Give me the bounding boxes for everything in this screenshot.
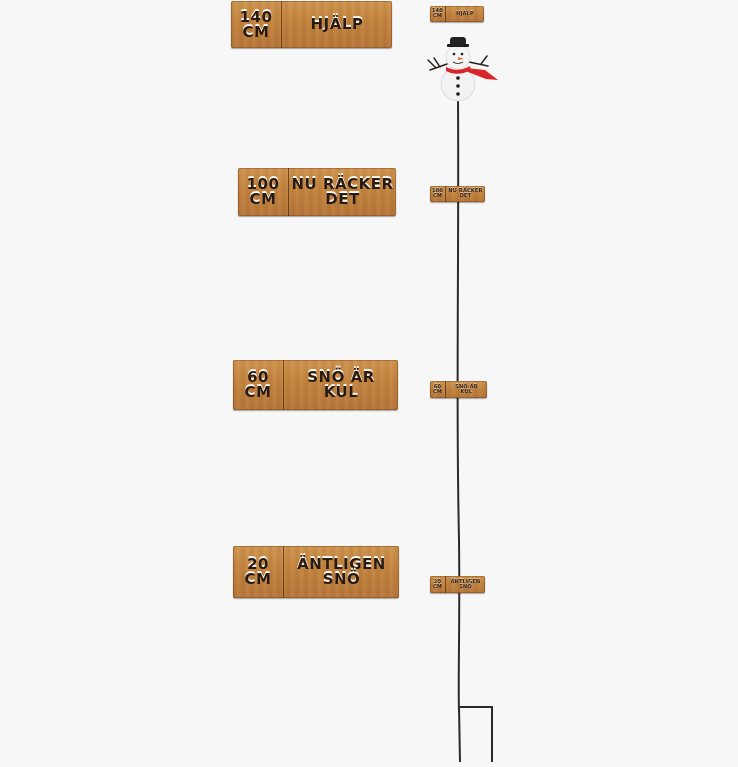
stake-sign-height-label: 140 CM [430, 6, 446, 22]
sign-message-line2: DET [325, 190, 360, 208]
stake-sign-cm-unit: CM [432, 193, 443, 199]
sign-cm-unit: CM [244, 383, 272, 401]
sign-cm-value: 100 [246, 175, 280, 193]
stake-sign-height-label: 100 CM [430, 186, 446, 202]
sign-message-line2: KUL [323, 383, 359, 401]
sign-message-line1: NU RÄCKER [291, 175, 394, 193]
stake-sign-cm-unit: CM [432, 388, 443, 395]
stake-sign-20cm: 20 CM ÄNTLIGEN SNÖ [430, 576, 485, 593]
sign-140cm: 140 CM HJÄLP [231, 1, 392, 48]
snowman-icon [440, 37, 498, 102]
sign-cm-unit: CM [249, 190, 277, 208]
sign-message: NU RÄCKER DET [289, 168, 396, 216]
sign-height-label: 140 CM [231, 1, 282, 48]
stake-sign-message: HJÄLP [446, 6, 484, 22]
stake-sign-cm-unit: CM [432, 583, 443, 590]
stake-sign-message-line1: ÄNTLIGEN [450, 578, 481, 585]
stake-sign-message: NU RÄCKER DET [446, 186, 485, 202]
sign-message: HJÄLP [282, 1, 392, 48]
stake-sign-message-line2: KUL [460, 388, 473, 395]
sign-cm-value: 60 [247, 368, 269, 386]
stake-sign-message: ÄNTLIGEN SNÖ [446, 576, 485, 593]
stake-sign-cm-unit: CM [432, 13, 443, 19]
sign-message-line1: HJÄLP [310, 15, 364, 33]
stake-fork [458, 706, 493, 763]
sign-cm-value: 140 [239, 7, 273, 26]
sign-cm-unit: CM [242, 22, 270, 41]
sign-message-line1: SNÖ ÄR [307, 368, 375, 386]
stake-sign-cm-value: 100 [431, 188, 444, 194]
stake-sign-message-line2: SNÖ [459, 583, 472, 590]
stake-rod [456, 99, 461, 713]
sign-message: SNÖ ÄR KUL [284, 360, 398, 410]
stake-sign-message-line2: DET [459, 193, 472, 199]
stake-sign-message-line1: SNÖ ÄR [455, 383, 478, 390]
sign-message: ÄNTLIGEN SNÖ [284, 546, 399, 598]
stake-sign-message-line1: HJÄLP [456, 10, 474, 17]
snowman-arms [427, 55, 489, 71]
stake-sign-height-label: 20 CM [430, 576, 446, 593]
sign-message-line2: SNÖ [322, 570, 361, 588]
stake-sign-cm-value: 60 [433, 383, 442, 390]
sign-20cm: 20 CM ÄNTLIGEN SNÖ [233, 546, 399, 598]
stake-sign-140cm: 140 CM HJÄLP [430, 6, 484, 22]
sign-60cm: 60 CM SNÖ ÄR KUL [233, 360, 398, 410]
scarf-icon [446, 66, 471, 74]
sign-message-line1: ÄNTLIGEN [297, 555, 386, 573]
sign-100cm: 100 CM NU RÄCKER DET [238, 168, 396, 216]
stake-sign-message-line1: NU RÄCKER [448, 188, 483, 194]
stake-sign-cm-value: 20 [433, 578, 442, 585]
stake-sign-cm-value: 140 [431, 8, 444, 14]
stake-sign-100cm: 100 CM NU RÄCKER DET [430, 186, 485, 202]
sign-cm-unit: CM [244, 570, 272, 588]
sign-height-label: 20 CM [233, 546, 284, 598]
sign-cm-value: 20 [247, 555, 269, 573]
stake-sign-60cm: 60 CM SNÖ ÄR KUL [430, 381, 487, 398]
sign-height-label: 60 CM [233, 360, 284, 410]
stake-sign-height-label: 60 CM [430, 381, 446, 398]
stake-sign-message: SNÖ ÄR KUL [446, 381, 487, 398]
sign-height-label: 100 CM [238, 168, 289, 216]
